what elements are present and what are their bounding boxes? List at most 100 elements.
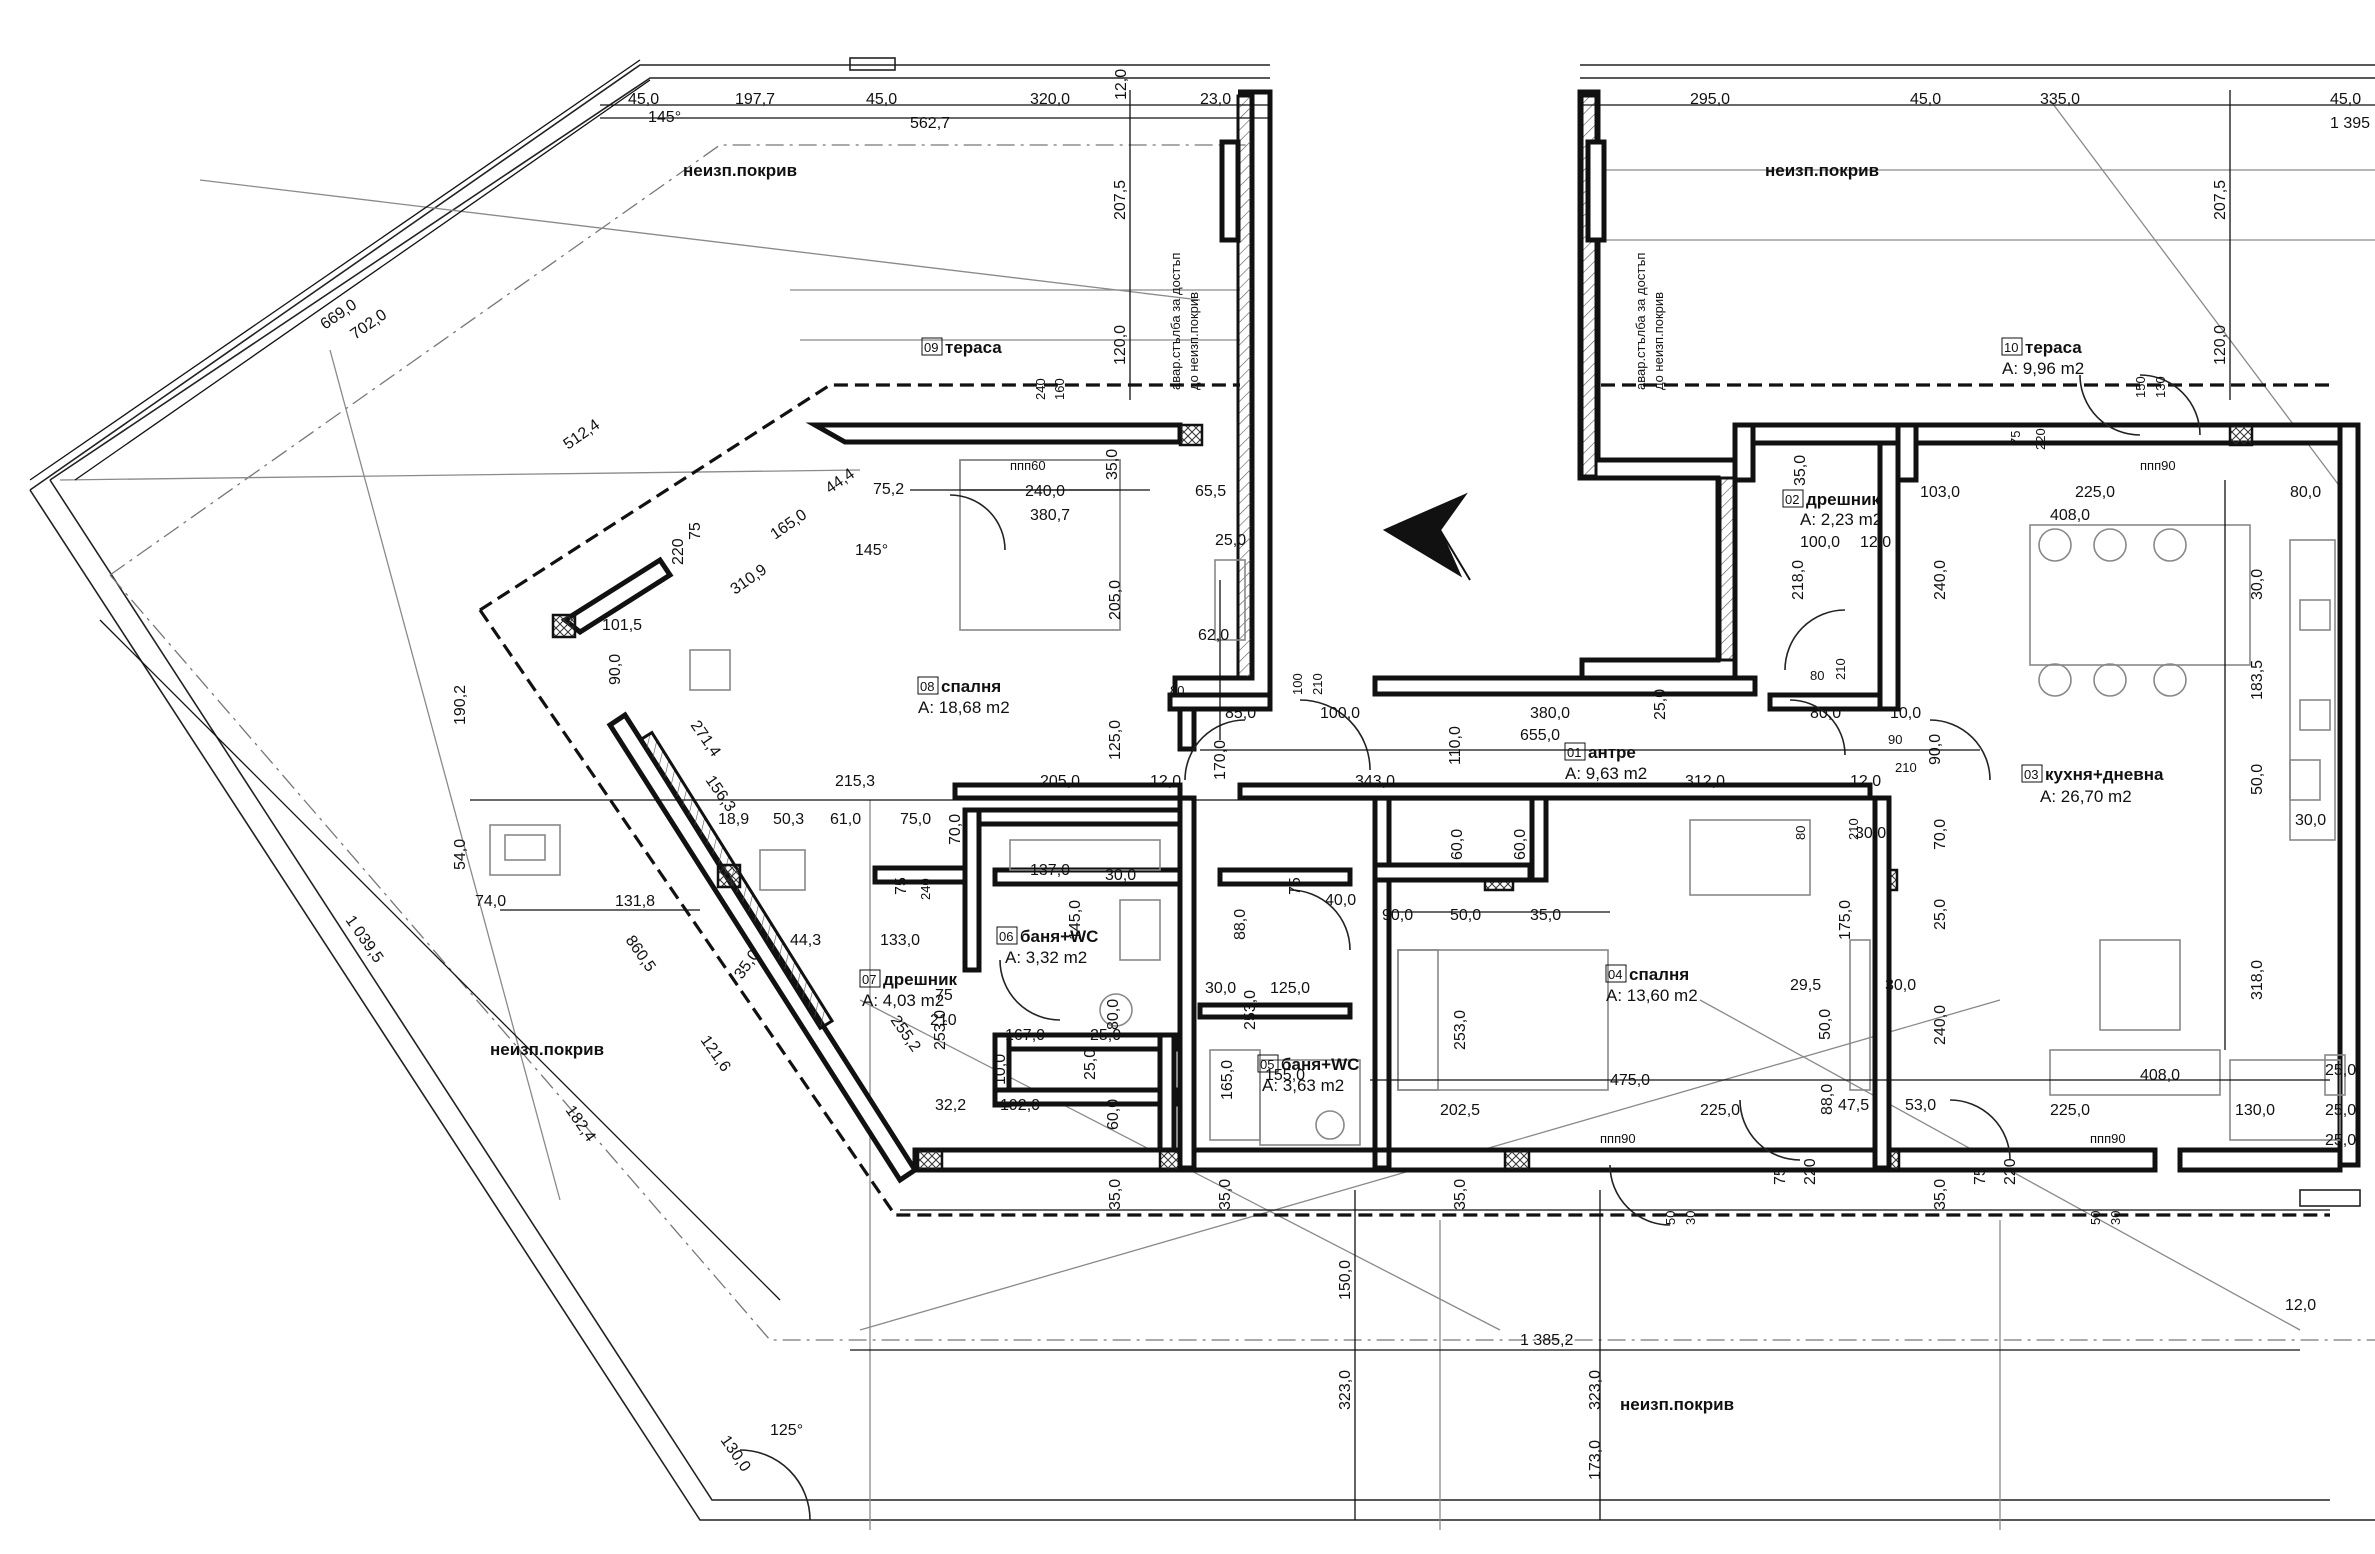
- dim-label: 50: [2088, 1211, 2103, 1225]
- dim-label: 18,9: [718, 811, 749, 828]
- dim-label: 75: [1972, 1167, 1989, 1185]
- dim-label: 150,0: [1337, 1260, 1354, 1300]
- dim-label: 210: [1846, 818, 1861, 840]
- room-08: 08 спалня A: 18,68 m2: [917, 676, 1010, 717]
- dim-label: 860,5: [622, 933, 659, 976]
- dim-label: 100,0: [1800, 534, 1840, 551]
- dim-label: 35,0: [1107, 1179, 1124, 1210]
- dim-label: 175,0: [1837, 900, 1854, 940]
- dim-label: 25,0: [2325, 1102, 2356, 1119]
- window-labels: ппп60 ппп90 ппп90 ппп90: [1010, 458, 2176, 1146]
- dim-label: 25,0: [1215, 532, 1246, 549]
- dim-label: 155,0: [1265, 1067, 1305, 1084]
- room-name: баня+WC: [1020, 927, 1098, 946]
- dim-label: 30: [2108, 1211, 2123, 1225]
- dim-label: 60,0: [1105, 1099, 1122, 1130]
- dim-label: 120,0: [1112, 325, 1129, 365]
- room-area: A: 2,23 m2: [1800, 510, 1882, 529]
- dim-label: 50,0: [2249, 764, 2266, 795]
- ladder-note-line2: до неизп.покрив: [1651, 292, 1666, 390]
- exterior-walls: [551, 89, 2361, 1184]
- dim-label: 10,0: [1890, 705, 1921, 722]
- dim-label: 12,0: [1150, 773, 1181, 790]
- room-03: 03 кухня+дневна A: 26,70 m2: [2021, 764, 2164, 806]
- room-area: A: 3,32 m2: [1005, 948, 1087, 967]
- dim-label: 130,0: [2235, 1102, 2275, 1119]
- dim-label: 205,0: [1040, 773, 1080, 790]
- dim-label: 512,4: [561, 416, 604, 453]
- dim-label: 30,0: [1885, 977, 1916, 994]
- dim-label: 207,5: [2212, 180, 2229, 220]
- dim-label: 25,0: [2325, 1062, 2356, 1079]
- dim-label: 271,4: [687, 718, 724, 761]
- dim-label: 32,2: [935, 1097, 966, 1114]
- dim-label: 240: [918, 878, 933, 900]
- dim-label: 45,0: [1910, 91, 1941, 108]
- dim-label: 475,0: [1610, 1072, 1650, 1089]
- room-number: 02: [1785, 492, 1799, 507]
- dim-label: 35,0: [1932, 1179, 1949, 1210]
- room-number: 06: [999, 929, 1013, 944]
- dim-label: 80: [1810, 668, 1824, 683]
- dim-label: 225,0: [1700, 1102, 1740, 1119]
- dim-label: 75: [687, 522, 704, 540]
- roof-label: неизп.покрив: [1620, 1395, 1734, 1414]
- dim-label: 80: [1170, 683, 1184, 698]
- room-10: 10 тераса A: 9,96 m2: [2001, 337, 2084, 378]
- dim-label: 62,0: [1198, 627, 1229, 644]
- dim-label: 192,0: [1000, 1097, 1040, 1114]
- dim-label: 202,5: [1440, 1102, 1480, 1119]
- angle-label: 145°: [648, 109, 681, 126]
- room-name: дрешник: [883, 970, 958, 989]
- dim-label: 103,0: [1920, 484, 1960, 501]
- dim-label: 173,0: [1587, 1440, 1604, 1480]
- dim-label: 210: [1895, 760, 1917, 775]
- dim-label: 100: [1290, 673, 1305, 695]
- dim-label: 90: [1888, 732, 1902, 747]
- dim-label: 220: [670, 538, 687, 565]
- dim-label: 12,0: [1850, 773, 1881, 790]
- room-04: 04 спалня A: 13,60 m2: [1605, 964, 1698, 1005]
- dim-label: 12,0: [1860, 534, 1891, 551]
- room-02: 02 дрешник A: 2,23 m2: [1782, 489, 1882, 529]
- dim-label: 88,0: [1232, 909, 1249, 940]
- dim-label: 75: [1287, 877, 1304, 895]
- window-label: ппп90: [2090, 1131, 2126, 1146]
- dim-label: 35,0: [1452, 1179, 1469, 1210]
- dim-label: 170,0: [1212, 740, 1229, 780]
- dim-label: 156,3: [702, 773, 739, 816]
- dim-label: 88,0: [1819, 1084, 1836, 1115]
- room-05: 05 баня+WC A: 3,63 m2: [1257, 1054, 1359, 1095]
- dim-label: 80: [1793, 826, 1808, 840]
- dim-label: 255,2: [887, 1013, 924, 1056]
- dim-label: 30,0: [1105, 867, 1136, 884]
- dim-label: 215,3: [835, 773, 875, 790]
- dim-label: 133,0: [880, 932, 920, 949]
- dim-label: 45,0: [2330, 91, 2361, 108]
- dim-label: 75: [935, 987, 953, 1004]
- dim-label: 150: [2133, 376, 2148, 398]
- dim-label: 75,2: [873, 481, 904, 498]
- dim-label: 100,0: [1320, 705, 1360, 722]
- door-swings: [739, 374, 2201, 1521]
- room-number: 03: [2024, 767, 2038, 782]
- dim-label: 101,5: [602, 617, 642, 634]
- dim-label: 120,0: [2212, 325, 2229, 365]
- dim-label: 30,0: [1855, 825, 1886, 842]
- dim-label: 30,0: [2249, 569, 2266, 600]
- dim-label: 35,0: [1104, 449, 1121, 480]
- ladder-note-line1: авар.стълба за достъп: [1168, 253, 1183, 390]
- dim-label: 253,0: [1452, 1010, 1469, 1050]
- dim-label: 312,0: [1685, 773, 1725, 790]
- dim-label: 165,0: [1219, 1060, 1236, 1100]
- dim-label: 85,0: [1225, 705, 1256, 722]
- dim-label: 205,0: [1107, 580, 1124, 620]
- dim-label: 110,0: [1447, 726, 1464, 765]
- dim-label: 182,4: [562, 1103, 599, 1146]
- room-name: дрешник: [1806, 490, 1881, 509]
- room-area: A: 3,63 m2: [1262, 1076, 1344, 1095]
- dim-label: 40,0: [1325, 892, 1356, 909]
- room-number: 04: [1608, 967, 1622, 982]
- dim-label: 253,0: [932, 1010, 949, 1050]
- room-01: 01 антре A: 9,63 m2: [1564, 742, 1647, 783]
